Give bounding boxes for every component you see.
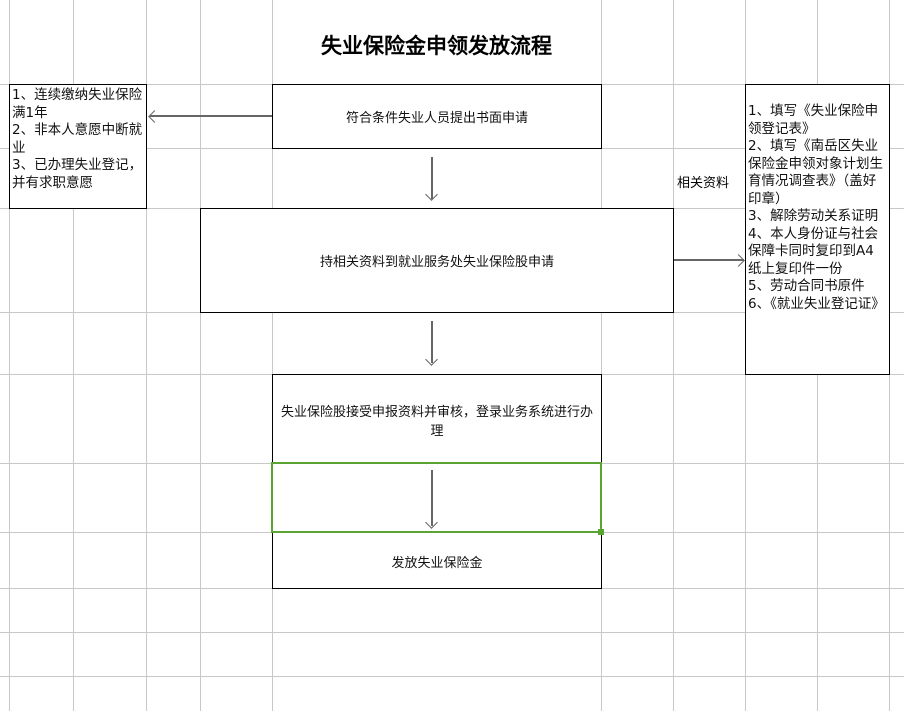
materials-label: 相关资料 (677, 176, 730, 191)
step-submit[interactable]: 持相关资料到就业服务处失业保险股申请 (200, 208, 674, 313)
arrow-head-left-icon (148, 110, 161, 123)
arrow-to-materials (674, 259, 744, 261)
step-label: 发放失业保险金 (391, 556, 483, 571)
arrow-to-conditions (150, 115, 272, 117)
step-label: 持相关资料到就业服务处失业保险股申请 (319, 255, 554, 270)
page-title: 失业保险金申领发放流程 (321, 34, 552, 58)
step-payout[interactable]: 发放失业保险金 (273, 532, 601, 590)
cell-selection[interactable] (271, 462, 602, 533)
fill-handle[interactable] (598, 529, 604, 535)
arrow-head-right-icon (732, 254, 745, 267)
arrow-head-down-icon (425, 188, 438, 201)
step-label: 符合条件失业人员提出书面申请 (345, 111, 528, 126)
conditions-box[interactable]: 1、连续缴纳失业保险满1年 2、非本人意愿中断就业 3、已办理失业登记，并有求职… (9, 84, 147, 209)
step-apply[interactable]: 符合条件失业人员提出书面申请 (272, 84, 602, 149)
arrow-down-3 (431, 470, 433, 526)
materials-box[interactable]: 1、填写《失业保险申领登记表》 2、填写《南岳区失业保险金申领对象计划生育情况调… (745, 84, 890, 375)
arrow-head-down-icon (425, 353, 438, 366)
step-label: 失业保险股接受申报资料并审核，登录业务系统进行办理 (280, 405, 593, 439)
arrow-down-1 (431, 157, 433, 199)
arrow-down-2 (431, 321, 433, 363)
